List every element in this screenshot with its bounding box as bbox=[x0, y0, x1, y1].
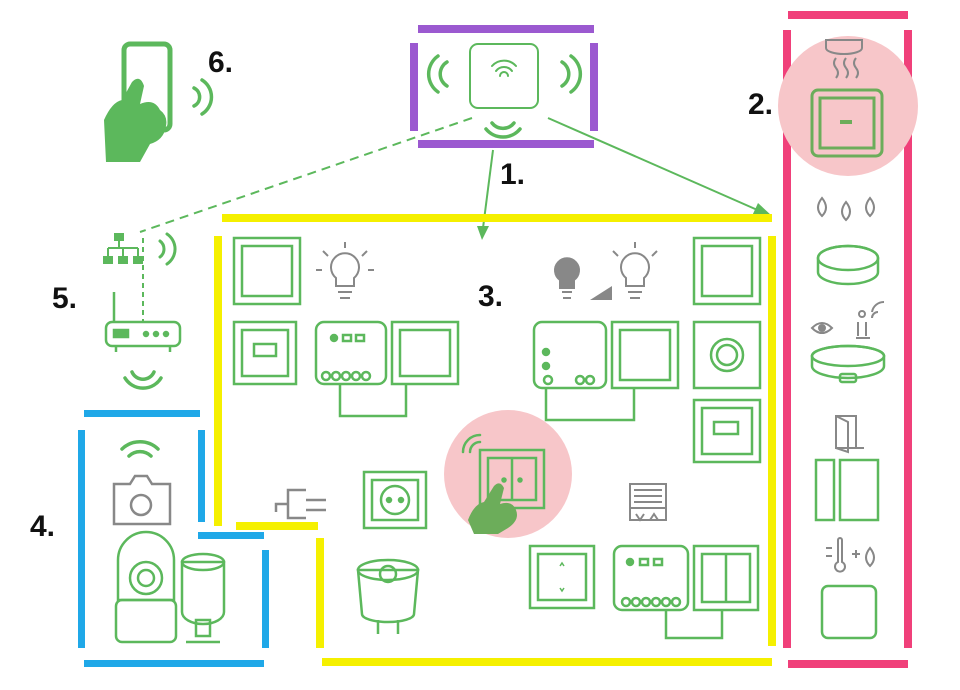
wiring-line-blinds bbox=[664, 610, 724, 640]
cameras-bracket-right-lower bbox=[262, 550, 269, 648]
devices-bracket-top bbox=[222, 214, 772, 222]
plugs-group bbox=[274, 470, 428, 634]
label-cameras: 4. bbox=[30, 510, 55, 543]
phone-hand-icon bbox=[104, 41, 214, 162]
arrowhead-security bbox=[752, 203, 772, 216]
hub-bracket-bottom bbox=[418, 140, 594, 148]
wiring-line bbox=[338, 384, 408, 418]
bullet-camera-icon bbox=[180, 552, 226, 644]
cameras-bracket-top bbox=[84, 410, 200, 417]
cameras-bracket-right-upper bbox=[198, 430, 205, 522]
label-home: 3. bbox=[478, 280, 503, 313]
light-bulb-icon bbox=[316, 242, 374, 299]
lighting-left bbox=[232, 236, 460, 418]
security-bracket-bottom bbox=[788, 660, 908, 668]
blinds-icon bbox=[629, 483, 667, 522]
blinds-switch-icon bbox=[528, 544, 596, 610]
water-leak-icon bbox=[817, 196, 875, 222]
router-signal-icon bbox=[158, 232, 177, 266]
network-icon bbox=[103, 233, 143, 264]
security-bracket-right bbox=[904, 30, 912, 648]
hub-group bbox=[410, 25, 598, 148]
thermostat-right-icon bbox=[692, 398, 762, 464]
pan-tilt-camera-icon bbox=[114, 530, 178, 644]
security-bracket-top bbox=[788, 11, 908, 19]
door-contact-icon bbox=[814, 458, 880, 522]
devices-bracket-step bbox=[236, 522, 318, 530]
devices-bracket-bottom bbox=[322, 658, 772, 666]
water-sensor-icon bbox=[816, 244, 880, 286]
touch-hand-icon bbox=[468, 483, 517, 534]
hub-signal-icon bbox=[426, 54, 583, 139]
camera-signal-icon bbox=[120, 440, 160, 458]
security-button-icon bbox=[810, 88, 884, 158]
plug-icon bbox=[274, 488, 326, 520]
cameras-bracket-left bbox=[78, 430, 85, 648]
lighting-right bbox=[532, 236, 762, 464]
door-sensor-icon bbox=[835, 415, 864, 454]
temperature-humidity-icon bbox=[826, 537, 875, 573]
touch-signal-icon bbox=[461, 433, 482, 454]
blinds-group bbox=[528, 483, 760, 640]
hub-to-security-arrow bbox=[547, 117, 763, 213]
temperature-sensor-icon bbox=[820, 584, 878, 640]
label-hub: 1. bbox=[500, 158, 525, 191]
smoke-detector-icon bbox=[825, 39, 863, 79]
relay-module-icon bbox=[314, 320, 388, 386]
arrowhead-devices bbox=[477, 226, 489, 240]
motion-sensor-icon bbox=[810, 300, 885, 339]
label-router: 5. bbox=[52, 282, 77, 315]
motion-detector-icon bbox=[810, 344, 886, 384]
router-downlink-signal-icon bbox=[123, 370, 163, 390]
dimmer-icon bbox=[554, 242, 658, 300]
hub-bracket-right bbox=[590, 43, 598, 131]
devices-frame bbox=[214, 214, 776, 666]
thermostat-icon bbox=[232, 320, 298, 386]
blinds-module-icon bbox=[612, 544, 690, 612]
devices-bracket-left bbox=[214, 236, 222, 526]
router-icon bbox=[104, 292, 182, 352]
label-phone: 6. bbox=[208, 46, 233, 79]
wall-switch-icon bbox=[232, 236, 302, 306]
smart-plug-icon bbox=[356, 558, 420, 634]
devices-bracket-left-lower bbox=[316, 538, 324, 648]
label-security: 2. bbox=[748, 88, 773, 121]
dimmer-panel-icon bbox=[610, 320, 680, 390]
double-switch-icon bbox=[692, 544, 760, 612]
switch-panel-icon bbox=[390, 320, 460, 386]
dimmer-module-icon bbox=[532, 320, 608, 390]
wiring-line-right bbox=[544, 388, 636, 422]
cameras-bracket-bottom bbox=[84, 660, 264, 667]
cameras-bracket-step bbox=[198, 532, 264, 539]
security-group bbox=[778, 11, 918, 668]
wall-switch-right-icon bbox=[692, 236, 762, 306]
socket-icon bbox=[362, 470, 428, 530]
cameras-group bbox=[78, 410, 269, 667]
hub-bracket-left bbox=[410, 43, 418, 131]
touch-panel-group bbox=[444, 410, 572, 538]
rotary-dimmer-icon bbox=[692, 320, 762, 390]
devices-bracket-right bbox=[768, 236, 776, 646]
hub-bracket-top bbox=[418, 25, 594, 33]
hub-to-router-dashed bbox=[139, 117, 473, 233]
hub-icon bbox=[469, 43, 539, 109]
camera-icon bbox=[112, 474, 172, 526]
security-bracket-left bbox=[783, 30, 791, 648]
